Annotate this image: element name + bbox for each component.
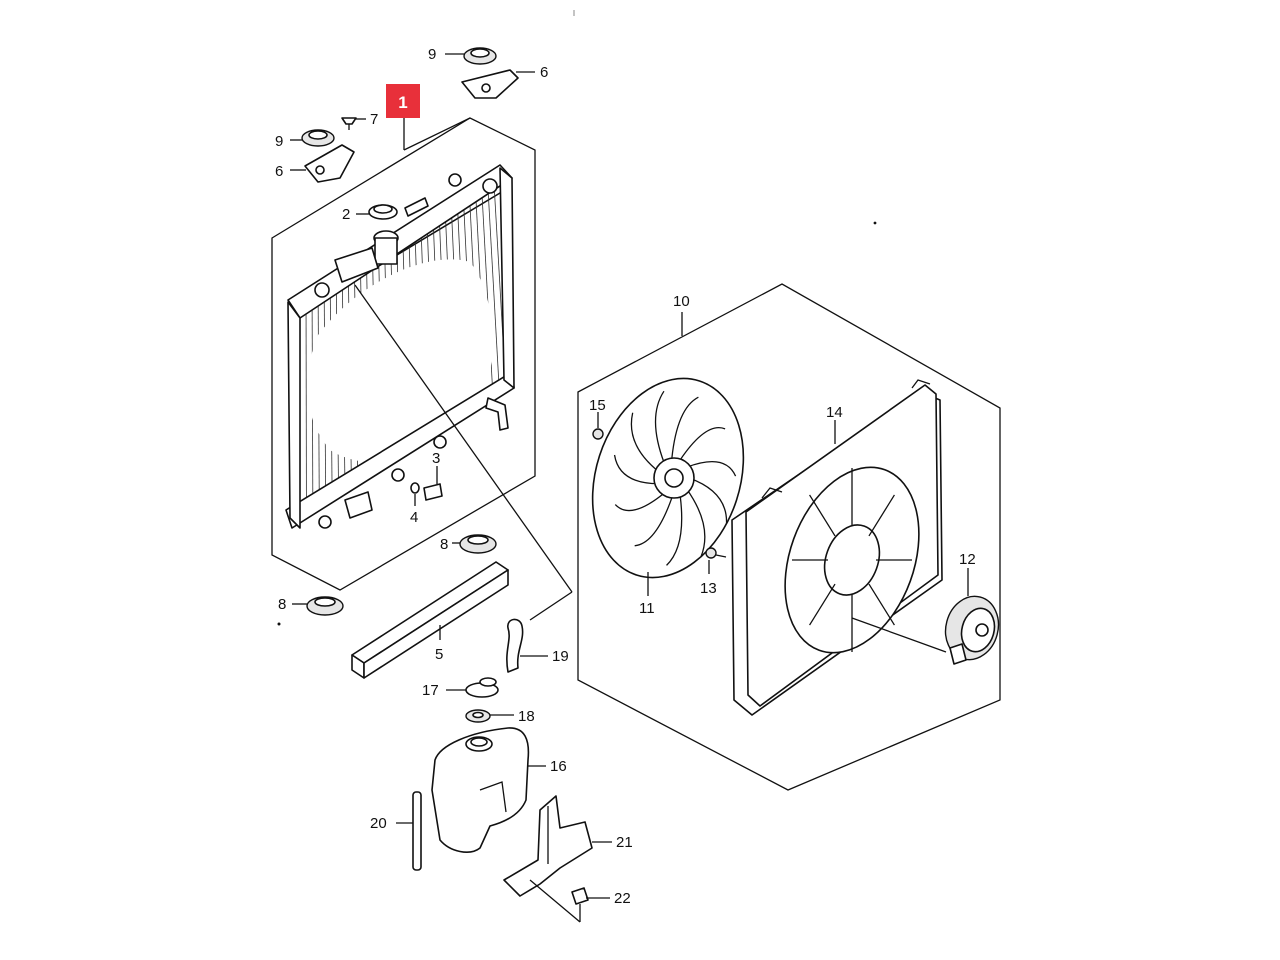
label-10: 10 — [673, 293, 690, 310]
label-8-upper: 8 — [440, 536, 448, 553]
part-6-left[interactable]: 6 — [275, 144, 355, 183]
label-21: 21 — [616, 834, 633, 851]
label-19: 19 — [552, 648, 569, 665]
fan-blade — [688, 477, 728, 525]
label-5: 5 — [435, 646, 443, 663]
label-3: 3 — [432, 450, 440, 467]
part-4-o-ring[interactable]: 4 — [410, 482, 420, 526]
radiator-fin — [487, 186, 500, 389]
part-16-reservoir-tank[interactable]: 16 — [431, 727, 567, 853]
part-22-bolt[interactable]: 22 — [529, 879, 631, 923]
fan-blade — [686, 488, 706, 558]
shroud-spoke — [868, 583, 895, 626]
part-20-drain-tube[interactable]: 20 — [370, 791, 422, 871]
radiator-core — [285, 164, 515, 529]
shroud-spoke — [868, 494, 895, 537]
part-6-top[interactable]: 6 — [461, 64, 548, 99]
fan-blade — [630, 412, 661, 473]
fan-blade — [654, 390, 665, 464]
part-1-badge-label: 1 — [398, 93, 407, 112]
label-20: 20 — [370, 815, 387, 832]
hose-leader-line — [354, 284, 573, 593]
label-8-lower: 8 — [278, 596, 286, 613]
shroud-spoke — [809, 494, 836, 537]
part-7-bolt[interactable]: 7 — [341, 111, 378, 130]
part-21-reservoir-bracket[interactable]: 21 — [503, 795, 633, 897]
part-8-mount-upper[interactable]: 8 — [440, 534, 497, 554]
part-3-drain-plug[interactable]: 3 — [423, 450, 443, 501]
part-1-badge — [386, 84, 420, 118]
label-6-left: 6 — [275, 163, 283, 180]
fan-blade — [613, 454, 660, 485]
part-15-nut[interactable]: 15 — [589, 397, 606, 440]
label-9-top: 9 — [428, 46, 436, 63]
fan-assembly-frame: 10 — [577, 283, 1001, 791]
part-14-fan-shroud[interactable]: 14 — [731, 379, 943, 716]
fan-blade — [679, 427, 726, 461]
label-7: 7 — [370, 111, 378, 128]
part-11-fan-blade[interactable]: 11 — [568, 359, 768, 617]
shroud-spoke — [809, 583, 836, 626]
label-14: 14 — [826, 404, 843, 421]
part-12-fan-motor[interactable]: 12 — [851, 551, 1005, 666]
part-8-mount-lower[interactable]: 8 — [277, 596, 344, 626]
scan-dot — [873, 221, 877, 225]
label-13: 13 — [700, 580, 717, 597]
fan-blade — [666, 496, 683, 566]
label-22: 22 — [614, 890, 631, 907]
part-9-left[interactable]: 9 — [275, 129, 335, 150]
label-16: 16 — [550, 758, 567, 775]
label-15: 15 — [589, 397, 606, 414]
label-18: 18 — [518, 708, 535, 725]
label-6-top: 6 — [540, 64, 548, 81]
part-18-cap-seal[interactable]: 18 — [465, 708, 535, 725]
fan-blade — [634, 497, 673, 547]
label-4: 4 — [410, 509, 418, 526]
fan-blade — [614, 492, 665, 512]
part-9-top[interactable]: 9 — [428, 46, 497, 65]
fan-blade — [686, 460, 737, 477]
label-2: 2 — [342, 206, 350, 223]
part-19-overflow-hose[interactable]: 19 — [506, 618, 569, 673]
part-17-reservoir-cap[interactable]: 17 — [422, 677, 499, 699]
label-11: 11 — [639, 600, 655, 617]
label-12: 12 — [959, 551, 976, 568]
part-5-seal-strip[interactable]: 5 — [351, 561, 509, 679]
fan-blade — [671, 396, 699, 459]
label-17: 17 — [422, 682, 439, 699]
label-9-left: 9 — [275, 133, 283, 150]
part-1-callout[interactable]: 1 — [386, 84, 471, 151]
part-13-screw[interactable]: 13 — [700, 547, 727, 597]
part-2-radiator-cap[interactable]: 2 — [342, 204, 398, 223]
